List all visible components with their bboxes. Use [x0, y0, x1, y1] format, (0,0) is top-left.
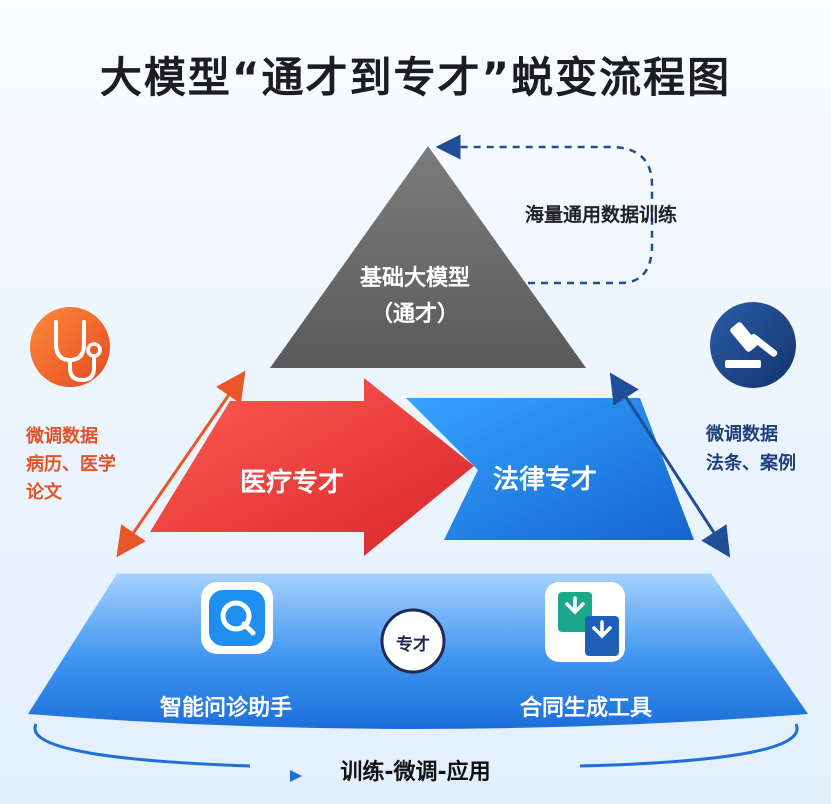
- medical-specialist-label: 医疗专才: [240, 468, 345, 498]
- apex-title: 基础大模型: [359, 266, 470, 291]
- stethoscope-icon: [30, 307, 110, 387]
- footer-left-arrow: [290, 770, 302, 782]
- right-double-arrow: [609, 372, 731, 558]
- apex-subtitle: （通才）: [370, 302, 459, 327]
- left-caption-line2: 病历、医学: [26, 454, 116, 475]
- specialist-badge-label: 专才: [396, 635, 430, 655]
- right-caption-line2: 法条、案例: [706, 453, 796, 474]
- right-caption-line1: 微调数据: [706, 424, 778, 445]
- left-caption-line3: 论文: [26, 482, 62, 503]
- bottom-arc: [33, 723, 251, 768]
- contract-generator-label[interactable]: 合同生成工具: [520, 696, 653, 721]
- legal-specialist-label: 法律专才: [493, 465, 598, 495]
- specialist-badge: [380, 608, 446, 674]
- training-loop-arrow: [435, 134, 654, 285]
- left-double-arrow: [116, 370, 246, 558]
- left-caption-line1: 微调数据: [26, 426, 98, 447]
- apex-triangle: [270, 146, 586, 368]
- diagnosis-assistant-label[interactable]: 智能问诊助手: [160, 696, 293, 721]
- gavel-icon: [710, 302, 796, 388]
- bottom-arc-right: [579, 723, 799, 768]
- contract-generator-app-icon[interactable]: [545, 582, 625, 662]
- footer-process-label: 训练-微调-应用: [340, 760, 491, 785]
- general-training-label: 海量通用数据训练: [525, 204, 678, 226]
- diagnosis-assistant-app-icon[interactable]: [201, 582, 273, 654]
- page-title: 大模型“通才到专才”蜕变流程图: [99, 53, 732, 102]
